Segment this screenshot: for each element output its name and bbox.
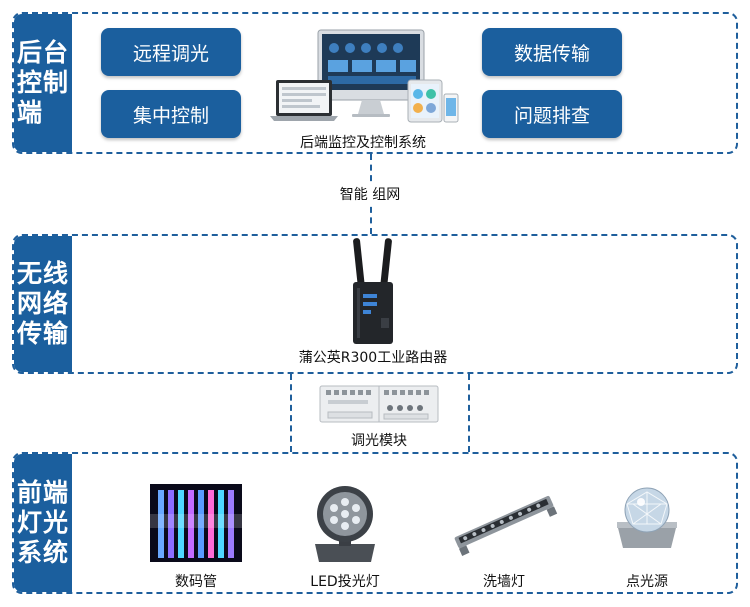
wall-washer-image xyxy=(454,496,558,556)
wireless-label-line-3: 传输 xyxy=(17,319,70,348)
point-light-image xyxy=(617,487,677,548)
digital-tube-image xyxy=(150,484,242,562)
central-control-button[interactable]: 集中控制 xyxy=(101,90,241,138)
monitoring-system-caption: 后端监控及控制系统 xyxy=(300,135,426,151)
dimming-module-image xyxy=(319,385,439,423)
backend-label-line-1: 后台 xyxy=(17,38,70,67)
frontend-tier-label: 前端 灯光 系统 xyxy=(14,454,72,592)
dimming-module-box xyxy=(290,374,470,452)
backend-label-line-2: 控制 xyxy=(17,68,70,97)
backend-tier-label: 后台 控制 端 xyxy=(14,14,72,152)
monitoring-system-devices-image xyxy=(270,29,459,123)
frontend-label-line-3: 系统 xyxy=(17,538,70,567)
frontend-tier: 前端 灯光 系统 xyxy=(12,452,738,594)
wireless-tier-label: 无线 网络 传输 xyxy=(14,236,72,372)
wireless-tier: 无线 网络 传输 xyxy=(12,234,738,374)
remote-dimming-button[interactable]: 远程调光 xyxy=(101,28,241,76)
frontend-label-line-1: 前端 xyxy=(17,478,70,507)
point-light-caption: 点光源 xyxy=(626,574,668,590)
dimming-module-caption: 调光模块 xyxy=(351,433,407,449)
frontend-label-line-2: 灯光 xyxy=(17,508,70,537)
backend-label-line-3: 端 xyxy=(17,98,44,127)
led-flood-light-caption: LED投光灯 xyxy=(310,574,380,590)
led-flood-light-image xyxy=(315,486,375,562)
backend-tier: 后台 控制 端 xyxy=(12,12,738,154)
troubleshooting-button[interactable]: 问题排查 xyxy=(482,90,622,138)
wireless-label-line-2: 网络 xyxy=(17,289,70,318)
wall-washer-caption: 洗墙灯 xyxy=(483,574,525,590)
data-transfer-button[interactable]: 数据传输 xyxy=(482,28,622,76)
smart-network-label: 智能 组网 xyxy=(318,184,422,204)
router-caption: 蒲公英R300工业路由器 xyxy=(298,350,448,366)
wireless-label-line-1: 无线 xyxy=(17,259,70,288)
router-image xyxy=(353,238,393,344)
digital-tube-caption: 数码管 xyxy=(175,574,217,590)
